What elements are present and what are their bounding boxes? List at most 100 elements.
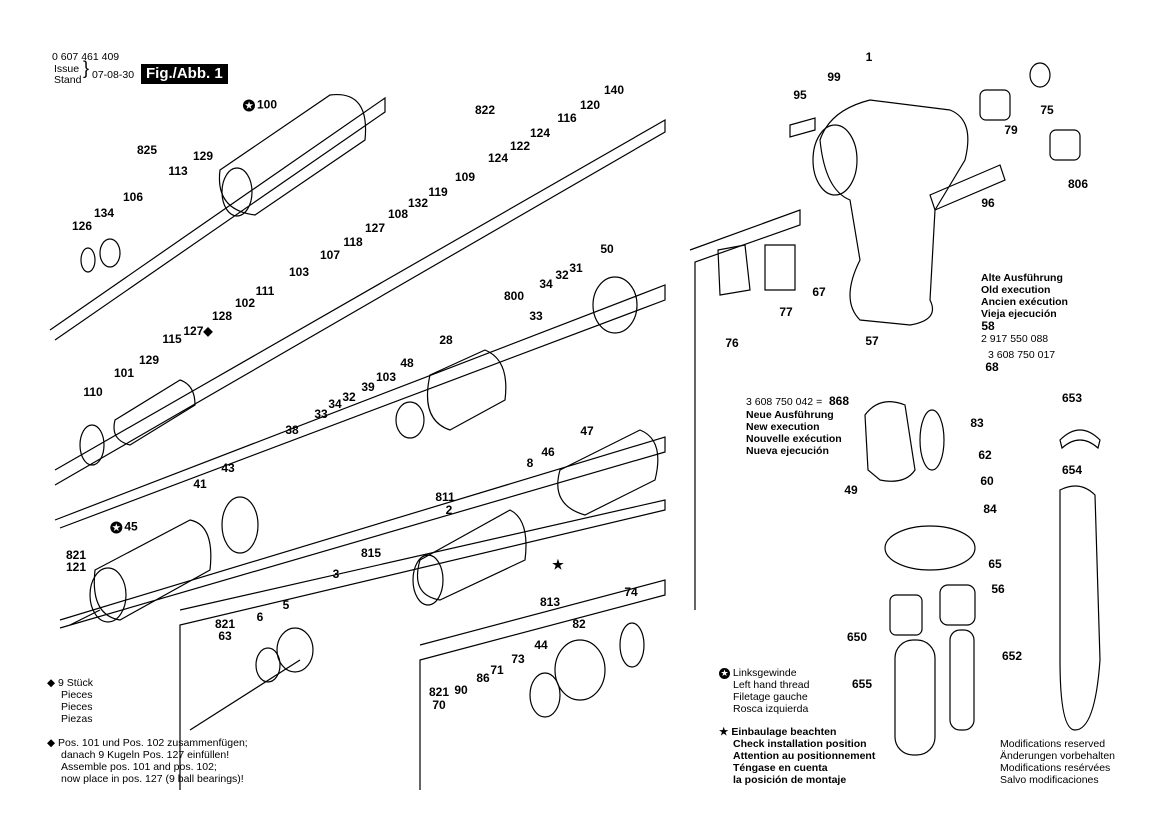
part-label-82: 82 xyxy=(572,617,586,631)
issue-label: Issue Stand xyxy=(54,64,81,86)
part-label-103: 103 xyxy=(288,265,310,279)
part-label-71: 71 xyxy=(490,663,504,677)
part-label-118: 118 xyxy=(343,235,363,249)
ring-134 xyxy=(99,238,121,268)
part-label-116: 116 xyxy=(557,111,577,125)
note-line: Modifications resérvées xyxy=(1000,762,1111,774)
left-thread-note: ★ Linksgewinde Left hand thread Filetage… xyxy=(719,667,809,715)
part-label-108: 108 xyxy=(387,207,409,221)
part-label-33: 33 xyxy=(529,309,543,323)
ring-110 xyxy=(79,424,105,466)
old-exec-line: Ancien exécution xyxy=(981,296,1068,308)
issue-label-de: Stand xyxy=(54,74,82,86)
part-label-32: 32 xyxy=(342,390,356,404)
note-line: 9 Stück xyxy=(58,677,94,689)
part-650 xyxy=(889,594,923,636)
part-label-74: 74 xyxy=(624,585,638,599)
part-label-63: 63 xyxy=(218,629,232,643)
issue-label-en: Issue xyxy=(54,63,80,75)
part-label-2: 2 xyxy=(445,503,453,517)
part-label-84: 84 xyxy=(983,502,997,516)
part-label-121: 121 xyxy=(65,560,87,574)
part-label-65: 65 xyxy=(988,557,1002,571)
note-line: Pos. 101 und Pos. 102 zusammenfügen; xyxy=(58,737,248,749)
part-label-34: 34 xyxy=(328,397,342,411)
part-label-821: 821 xyxy=(214,617,236,631)
part-label-129: 129 xyxy=(192,149,214,163)
part-label-48: 48 xyxy=(400,356,414,370)
part-82 xyxy=(554,639,606,701)
part-label-41: 41 xyxy=(193,477,207,491)
part-label-120: 120 xyxy=(579,98,601,112)
part-101 xyxy=(113,379,196,446)
part-label-115: 115 xyxy=(162,332,182,346)
group-frame xyxy=(179,499,666,790)
part-2 xyxy=(416,509,527,601)
part-label-33: 33 xyxy=(314,407,328,421)
part-56 xyxy=(939,584,976,626)
part-28 xyxy=(426,349,507,431)
part-49 xyxy=(864,401,916,482)
part-label-77: 77 xyxy=(779,305,793,319)
washer-48 xyxy=(395,401,425,439)
part-label-95: 95 xyxy=(793,88,807,102)
old-exec-line: Alte Ausführung xyxy=(981,272,1063,284)
new-exec-line: Neue Ausführung xyxy=(746,409,834,421)
part-label-122: 122 xyxy=(509,139,531,153)
part-label-99: 99 xyxy=(827,70,841,84)
note-line: Änderungen vorbehalten xyxy=(1000,750,1116,762)
new-exec-line: New execution xyxy=(746,421,820,433)
part-label-68: 68 xyxy=(985,360,999,374)
part-label-821: 821 xyxy=(428,685,450,699)
part-label-1: 1 xyxy=(865,50,873,64)
note-line: Assemble pos. 101 and pos. 102; xyxy=(61,761,217,773)
star-icon: ★ xyxy=(719,726,729,738)
diamond-icon: ◆ xyxy=(203,324,213,338)
part-label-119: 119 xyxy=(428,185,448,199)
pin-63 xyxy=(189,659,301,731)
part-47 xyxy=(557,429,659,516)
part-label-653: 653 xyxy=(1061,391,1083,405)
label-95 xyxy=(789,117,816,138)
part-label-96: 96 xyxy=(981,196,995,210)
part-label-652: 652 xyxy=(1001,649,1023,663)
part-label-32: 32 xyxy=(555,268,569,282)
part-label-44: 44 xyxy=(534,638,548,652)
part-5 xyxy=(276,627,314,673)
old-execution-block: Alte Ausführung Old execution Ancien exé… xyxy=(981,272,1068,320)
ring-74 xyxy=(619,622,645,668)
note-line: Salvo modificaciones xyxy=(1000,774,1099,786)
part-label-110: 110 xyxy=(83,385,103,399)
washer-50 xyxy=(592,276,638,334)
note-line: Rosca izquierda xyxy=(733,703,809,715)
part-label-102: 102 xyxy=(234,296,256,310)
part-label-39: 39 xyxy=(361,380,375,394)
ring-75 xyxy=(1029,62,1051,88)
part-label-60: 60 xyxy=(980,474,994,488)
part-2-gear xyxy=(412,554,444,606)
part-label-101: 101 xyxy=(113,366,135,380)
note-line: Linksgewinde xyxy=(732,667,797,679)
part-76 xyxy=(717,244,751,296)
note-line: Pieces xyxy=(61,701,93,713)
part-label-3: 3 xyxy=(332,567,340,581)
part-label-58: 58 xyxy=(981,319,995,333)
part-label-134: 134 xyxy=(93,206,115,220)
part-68-number: 3 608 750 017 xyxy=(988,349,1056,361)
part-label-127: 127 xyxy=(364,221,386,235)
part-label-654: 654 xyxy=(1061,463,1083,477)
part-label-43: 43 xyxy=(221,461,235,475)
part-label-821: 821 xyxy=(65,548,87,562)
part-label-113: 113 xyxy=(168,164,188,178)
part-label-109: 109 xyxy=(454,170,476,184)
part-label-140: 140 xyxy=(603,83,625,97)
old-exec-line: Old execution xyxy=(981,284,1051,296)
note-line: Pieces xyxy=(61,689,93,701)
part-label-50: 50 xyxy=(600,242,614,256)
part-label-655: 655 xyxy=(851,677,873,691)
part-84 xyxy=(884,525,976,571)
tool-housing xyxy=(819,99,969,326)
part-label-126: 126 xyxy=(71,219,93,233)
circled-star-icon: ★ xyxy=(719,668,730,679)
ring-44 xyxy=(529,672,561,718)
